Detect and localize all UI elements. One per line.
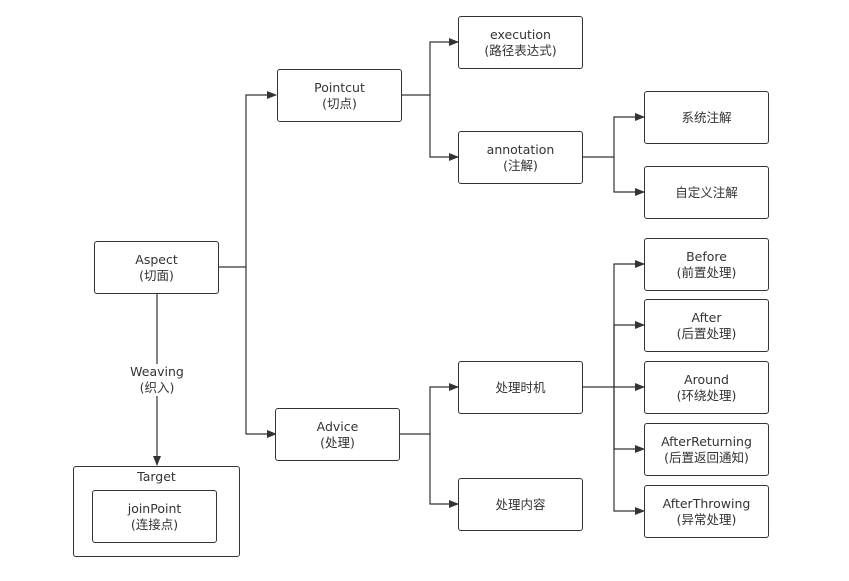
- aspect-sub: (切面): [139, 267, 174, 283]
- timing-node[interactable]: 处理时机: [458, 361, 583, 414]
- joinpoint-node[interactable]: joinPoint (连接点): [92, 490, 217, 543]
- afterthrowing-label: AfterThrowing: [662, 495, 751, 511]
- execution-node[interactable]: execution (路径表达式): [458, 16, 583, 69]
- weaving-label: Weaving (织入): [117, 364, 197, 396]
- pointcut-sub: (切点): [322, 95, 357, 111]
- annotation-node[interactable]: annotation (注解): [458, 131, 583, 184]
- timing-label: 处理时机: [495, 379, 546, 395]
- around-node[interactable]: Around (环绕处理): [644, 361, 769, 414]
- after-label: After: [691, 309, 722, 325]
- around-sub: (环绕处理): [676, 387, 737, 403]
- joinpoint-label: joinPoint: [127, 500, 182, 516]
- afterreturning-node[interactable]: AfterReturning (后置返回通知): [644, 423, 769, 476]
- edge-timing-afterthrowing: [613, 387, 645, 515]
- edge-aspect-pointcut: [219, 91, 277, 268]
- edge-annotation-custom: [613, 157, 645, 196]
- after-sub: (后置处理): [676, 325, 737, 341]
- around-label: Around: [684, 371, 729, 387]
- before-sub: (前置处理): [676, 264, 737, 280]
- advice-node[interactable]: Advice (处理): [275, 408, 400, 461]
- system-annotation-node[interactable]: 系统注解: [644, 91, 769, 144]
- edge-timing-afterreturning: [613, 387, 645, 453]
- advice-sub: (处理): [320, 434, 355, 450]
- edge-pointcut-execution: [402, 38, 459, 96]
- edge-annotation-system: [583, 113, 645, 158]
- aspect-node[interactable]: Aspect (切面): [94, 241, 219, 294]
- edge-advice-content: [429, 434, 459, 508]
- target-title: Target: [137, 469, 176, 484]
- target-container[interactable]: Target joinPoint (连接点): [73, 466, 240, 557]
- execution-label: execution: [490, 26, 551, 42]
- afterthrowing-sub: (异常处理): [676, 511, 737, 527]
- content-label: 处理内容: [495, 496, 546, 512]
- afterreturning-label: AfterReturning: [661, 433, 752, 449]
- annotation-label: annotation: [486, 141, 555, 157]
- weaving-label-text: Weaving: [130, 364, 184, 379]
- pointcut-label: Pointcut: [314, 79, 365, 95]
- system-annotation-label: 系统注解: [681, 109, 732, 125]
- afterthrowing-node[interactable]: AfterThrowing (异常处理): [644, 485, 769, 538]
- afterreturning-sub: (后置返回通知): [664, 449, 749, 465]
- annotation-sub: (注解): [503, 157, 538, 173]
- after-node[interactable]: After (后置处理): [644, 299, 769, 352]
- joinpoint-sub: (连接点): [130, 516, 179, 532]
- edge-aspect-advice: [245, 267, 277, 438]
- aspect-label: Aspect: [135, 251, 178, 267]
- edge-pointcut-annotation: [429, 95, 459, 161]
- before-node[interactable]: Before (前置处理): [644, 238, 769, 291]
- content-node[interactable]: 处理内容: [458, 478, 583, 531]
- edge-advice-timing: [400, 383, 459, 435]
- custom-annotation-node[interactable]: 自定义注解: [644, 166, 769, 219]
- custom-annotation-label: 自定义注解: [675, 184, 738, 200]
- edge-timing-after: [613, 321, 645, 387]
- before-label: Before: [686, 248, 727, 264]
- pointcut-node[interactable]: Pointcut (切点): [277, 69, 402, 122]
- weaving-label-sub: (织入): [139, 380, 175, 395]
- execution-sub: (路径表达式): [484, 42, 557, 58]
- advice-label: Advice: [316, 418, 359, 434]
